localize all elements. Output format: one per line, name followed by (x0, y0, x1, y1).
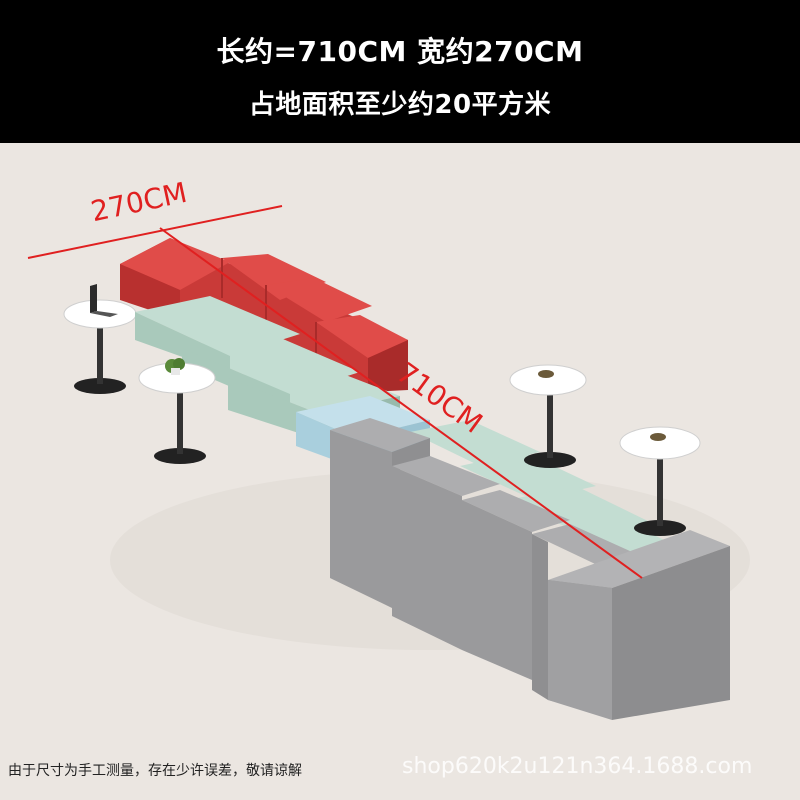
measurement-note: 由于尺寸为手工测量，存在少许误差，敬请谅解 (8, 763, 302, 779)
side-table-3 (509, 364, 587, 468)
potted-plant-icon (165, 358, 185, 375)
shop-watermark: shop620k2u121n364.1688.com (402, 754, 753, 779)
side-table-1 (63, 284, 137, 394)
area-line: 占地面积至少约20平方米 (248, 90, 552, 120)
side-table-2 (138, 358, 216, 464)
length-dimension-line (159, 227, 643, 579)
gray-front-blocks (330, 418, 730, 720)
width-dimension-line (27, 205, 283, 259)
header-banner: 长约=710CM 宽约270CM 占地面积至少约20平方米 (0, 0, 800, 143)
laptop-icon (90, 284, 118, 317)
size-line: 长约=710CM 宽约270CM (216, 35, 584, 68)
side-table-4 (619, 426, 701, 536)
